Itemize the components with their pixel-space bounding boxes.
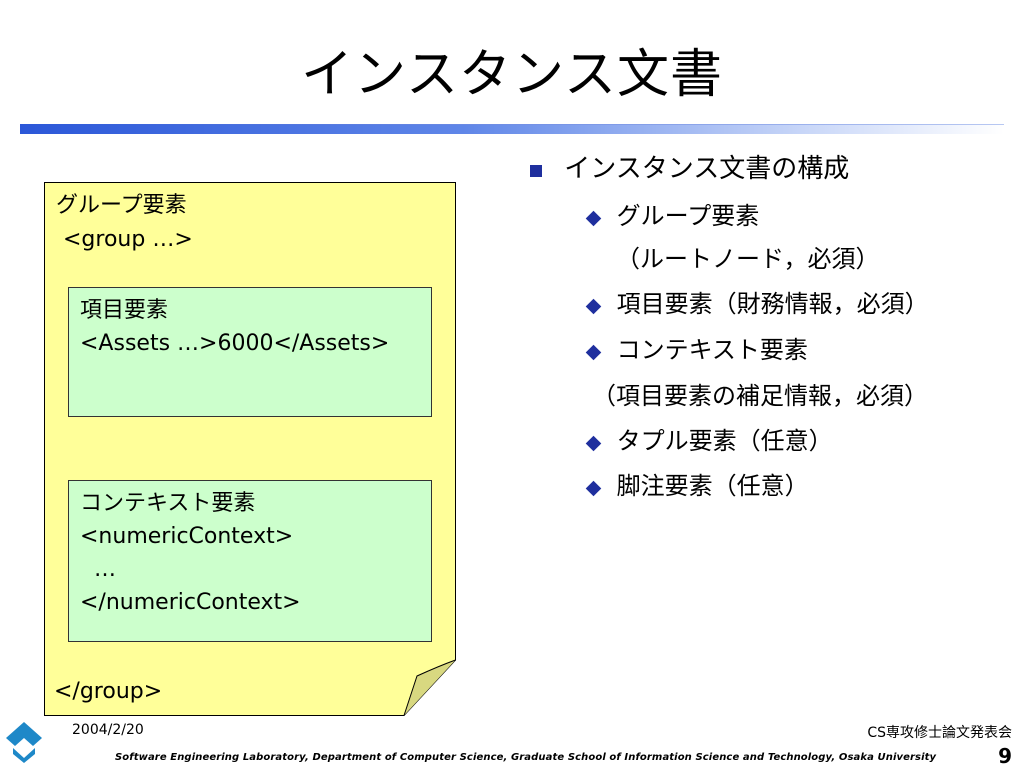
diamond-bullet-icon <box>585 435 602 452</box>
group-close-tag: </group> <box>54 679 163 704</box>
diamond-bullet-icon <box>585 344 602 361</box>
bullet-item-context: コンテキスト要素 <box>585 332 808 368</box>
title-divider-line <box>20 124 1004 125</box>
bullet-item-group: グループ要素 <box>585 198 760 234</box>
context-element-box: コンテキスト要素 <numericContext> … </numericCon… <box>68 480 432 642</box>
context-open-tag: <numericContext> <box>80 524 294 549</box>
context-ellipsis: … <box>80 557 116 582</box>
bullet-item-group-note: （ルートノード，必須） <box>616 245 880 273</box>
bullet-item-text: コンテキスト要素 <box>616 336 808 364</box>
item-element-code: <Assets …>6000</Assets> <box>80 331 390 356</box>
bullet-item-item-element: 項目要素（財務情報，必須） <box>585 286 929 322</box>
square-bullet-icon <box>530 165 542 177</box>
bullet-item-footnote: 脚注要素（任意） <box>585 468 809 504</box>
bullet-item-text: 項目要素（財務情報，必須） <box>616 290 929 318</box>
context-element-label: コンテキスト要素 <box>80 491 256 516</box>
bullet-item-text: 脚注要素（任意） <box>616 472 809 500</box>
title-divider <box>20 125 1004 134</box>
bullet-main: インスタンス文書の構成 <box>530 150 849 188</box>
item-element-box: 項目要素 <Assets …>6000</Assets> <box>68 287 432 417</box>
instance-document-note: グループ要素 <group …> 項目要素 <Assets …>6000</As… <box>44 182 456 716</box>
bullet-item-tuple: タプル要素（任意） <box>585 423 833 459</box>
diamond-bullet-icon <box>585 480 602 497</box>
osaka-university-logo-icon <box>6 722 42 763</box>
slide-title: インスタンス文書 <box>301 45 723 105</box>
group-open-tag: <group …> <box>56 227 193 252</box>
footer-lab-name: Software Engineering Laboratory, Departm… <box>115 752 937 763</box>
bullet-main-text: インスタンス文書の構成 <box>564 154 850 184</box>
bullet-item-context-note: （項目要素の補足情報，必須） <box>592 382 928 410</box>
diamond-bullet-icon <box>585 298 602 315</box>
bullet-item-text: タプル要素（任意） <box>616 427 833 455</box>
bullet-item-text: グループ要素 <box>616 202 760 230</box>
group-element-label: グループ要素 <box>56 193 187 218</box>
context-close-tag: </numericContext> <box>80 590 301 615</box>
diamond-bullet-icon <box>585 210 602 227</box>
footer-date: 2004/2/20 <box>72 722 144 738</box>
page-number: 9 <box>998 744 1012 768</box>
item-element-label: 項目要素 <box>80 298 169 323</box>
footer-conference: CS専攻修士論文発表会 <box>867 725 1012 741</box>
